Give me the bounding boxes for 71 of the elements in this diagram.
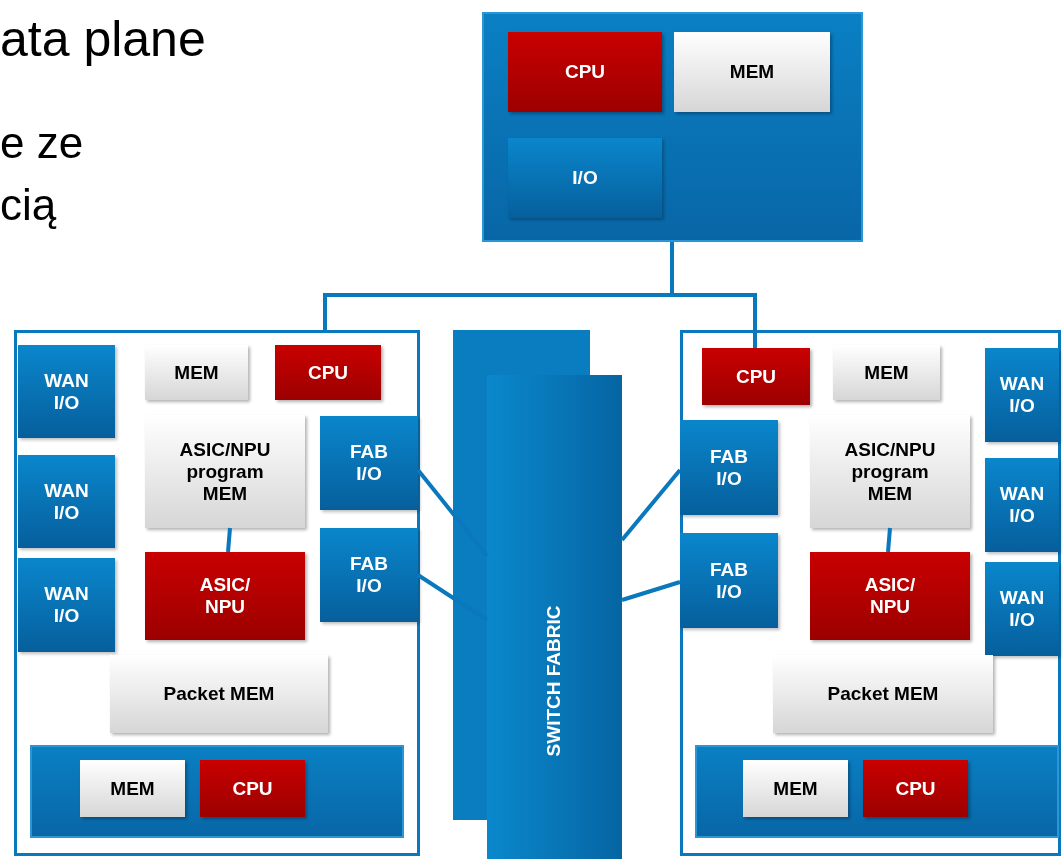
processor-block xyxy=(863,760,968,817)
block-label: FAB I/O xyxy=(709,558,749,603)
io-module-block xyxy=(508,138,662,218)
block-label: Packet MEM xyxy=(827,683,939,705)
processor-block xyxy=(145,552,305,640)
block-label: MEM xyxy=(864,361,909,384)
block-label: ASIC/ NPU xyxy=(863,574,917,618)
block-label: CPU xyxy=(735,365,777,388)
io-module-block xyxy=(320,416,418,510)
io-module-block xyxy=(18,558,115,652)
connector-line xyxy=(416,468,489,558)
io-module-block xyxy=(680,420,778,515)
box-board-panel xyxy=(482,12,863,242)
block-label: FAB I/O xyxy=(349,553,389,597)
connector-line xyxy=(621,580,681,602)
block-label: SWITCH FABRIC xyxy=(543,605,566,757)
heading-text: ata plane xyxy=(0,10,206,68)
block-label: I/O xyxy=(572,167,598,189)
io-module-block xyxy=(985,348,1059,442)
block-label: ASIC/NPU program MEM xyxy=(178,438,272,505)
connector-line xyxy=(620,468,682,542)
block-label: WAN I/O xyxy=(43,479,90,524)
connector-line xyxy=(416,573,489,622)
connector-line xyxy=(670,242,757,348)
box-board-panel xyxy=(695,745,1059,838)
io-module-block xyxy=(985,458,1059,552)
switch-fabric-column xyxy=(487,375,622,859)
io-module-block xyxy=(18,455,115,548)
processor-block xyxy=(810,552,970,640)
block-label: CPU xyxy=(232,777,273,800)
processor-block xyxy=(702,348,810,405)
memory-block xyxy=(743,760,848,817)
memory-block xyxy=(145,415,305,528)
processor-block xyxy=(508,32,662,112)
io-module-block xyxy=(985,562,1059,656)
heading-text: e ze xyxy=(0,118,84,168)
memory-block xyxy=(145,345,248,400)
block-label: WAN I/O xyxy=(998,483,1046,527)
memory-block xyxy=(773,655,993,733)
box-board-panel xyxy=(30,745,404,838)
connector-line xyxy=(226,527,232,553)
block-label: ASIC/ NPU xyxy=(198,574,252,618)
block-label: WAN I/O xyxy=(998,373,1046,417)
heading-text: cią xyxy=(0,180,57,230)
memory-block xyxy=(674,32,830,112)
memory-block xyxy=(110,655,328,733)
memory-block xyxy=(833,345,940,400)
block-label: CPU xyxy=(895,777,936,800)
block-label: ASIC/NPU program MEM xyxy=(843,438,937,505)
block-label: CPU xyxy=(564,61,606,83)
block-label: FAB I/O xyxy=(349,441,389,485)
processor-block xyxy=(275,345,381,400)
block-label: MEM xyxy=(773,777,818,800)
memory-block xyxy=(80,760,185,817)
box-line-card-frame xyxy=(14,330,420,856)
block-label: WAN I/O xyxy=(43,583,90,627)
processor-block xyxy=(200,760,305,817)
box-line-card-frame xyxy=(680,330,1061,856)
block-label: MEM xyxy=(729,61,775,83)
block-label: MEM xyxy=(110,777,155,800)
io-module-block xyxy=(320,528,418,622)
block-label: WAN I/O xyxy=(998,587,1046,631)
block-label: CPU xyxy=(307,361,349,384)
block-label: WAN I/O xyxy=(43,369,90,414)
io-module-block xyxy=(680,533,778,628)
block-label: MEM xyxy=(174,361,219,384)
block-label: Packet MEM xyxy=(163,683,275,705)
io-module-block xyxy=(18,345,115,438)
connector-line xyxy=(886,527,892,553)
block-label: FAB I/O xyxy=(709,445,749,490)
memory-block xyxy=(810,415,970,528)
